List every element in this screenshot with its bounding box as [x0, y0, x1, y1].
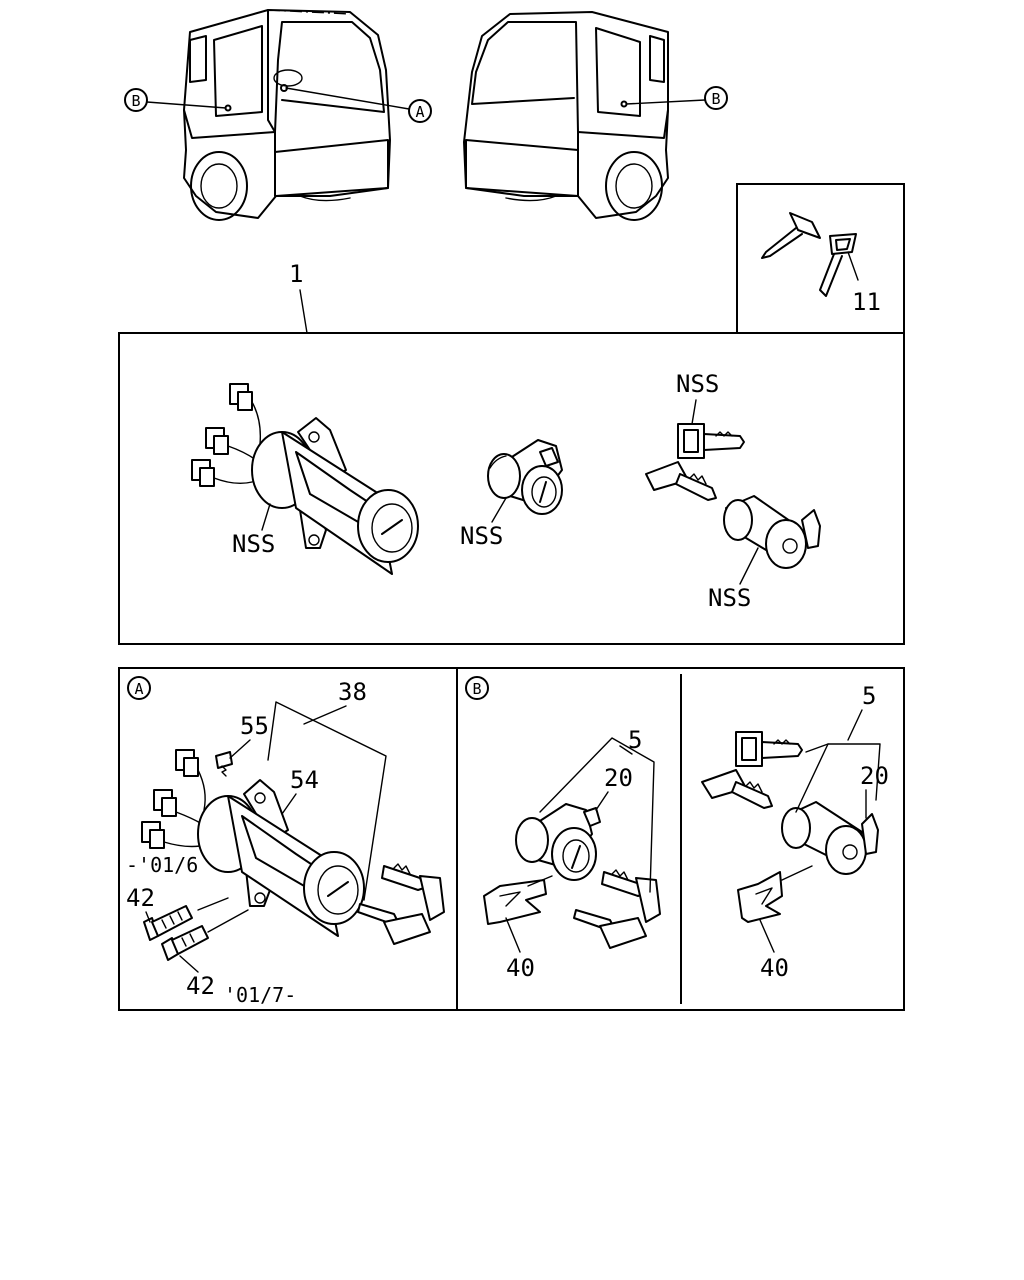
lock-set-box — [118, 332, 905, 645]
key-blank-box: 11 — [736, 183, 905, 333]
label-nss-keys: NSS — [676, 370, 719, 398]
label-part-42-lower: 42 — [186, 972, 215, 1000]
view-a-panel: A 55 38 54 — [126, 676, 445, 1007]
detail-views-box — [118, 667, 905, 1011]
door-cylinder-nss: NSS — [460, 439, 563, 550]
view-b-left-panel: B 40 5 20 — [465, 676, 661, 982]
label-part-11: 11 — [852, 288, 881, 316]
label-part-5-left: 5 — [628, 726, 642, 754]
label-nss-cargo: NSS — [708, 584, 751, 612]
label-part-1: 1 — [289, 260, 303, 288]
callout-a-top: A — [285, 87, 432, 123]
label-part-40-right: 40 — [760, 954, 789, 982]
label-part-40-left: 40 — [506, 954, 535, 982]
label-nss-door: NSS — [460, 522, 503, 550]
note-up-to-2001-6: -'01/6 — [126, 853, 198, 877]
callout-b-left: B — [124, 88, 227, 112]
callout-b-left-letter: B — [131, 92, 140, 110]
label-part-38: 38 — [338, 678, 367, 706]
label-part-42-upper: 42 — [126, 884, 155, 912]
key-set-nss: NSS — [645, 370, 745, 501]
truck-cab-left-illustration — [183, 9, 391, 221]
label-part-55: 55 — [240, 712, 269, 740]
label-part-5-right: 5 — [862, 682, 876, 710]
cargo-cylinder-nss: NSS — [708, 495, 821, 612]
callout-b-right: B — [625, 86, 728, 110]
truck-cab-right-illustration — [463, 11, 669, 221]
ignition-switch-nss: NSS — [191, 383, 419, 575]
view-b-right-panel: 40 5 20 — [701, 682, 889, 982]
callout-b-right-letter: B — [711, 90, 720, 108]
label-part-20-right: 20 — [860, 762, 889, 790]
label-part-20-left: 20 — [604, 764, 633, 792]
view-b-callout-letter: B — [472, 680, 481, 698]
callout-a-top-letter: A — [415, 103, 424, 121]
note-from-2001-7: '01/7- — [224, 983, 296, 1007]
view-a-callout-letter: A — [134, 680, 143, 698]
label-part-54: 54 — [290, 766, 319, 794]
leader-part-1 — [299, 289, 308, 334]
label-nss-ignition: NSS — [232, 530, 275, 558]
